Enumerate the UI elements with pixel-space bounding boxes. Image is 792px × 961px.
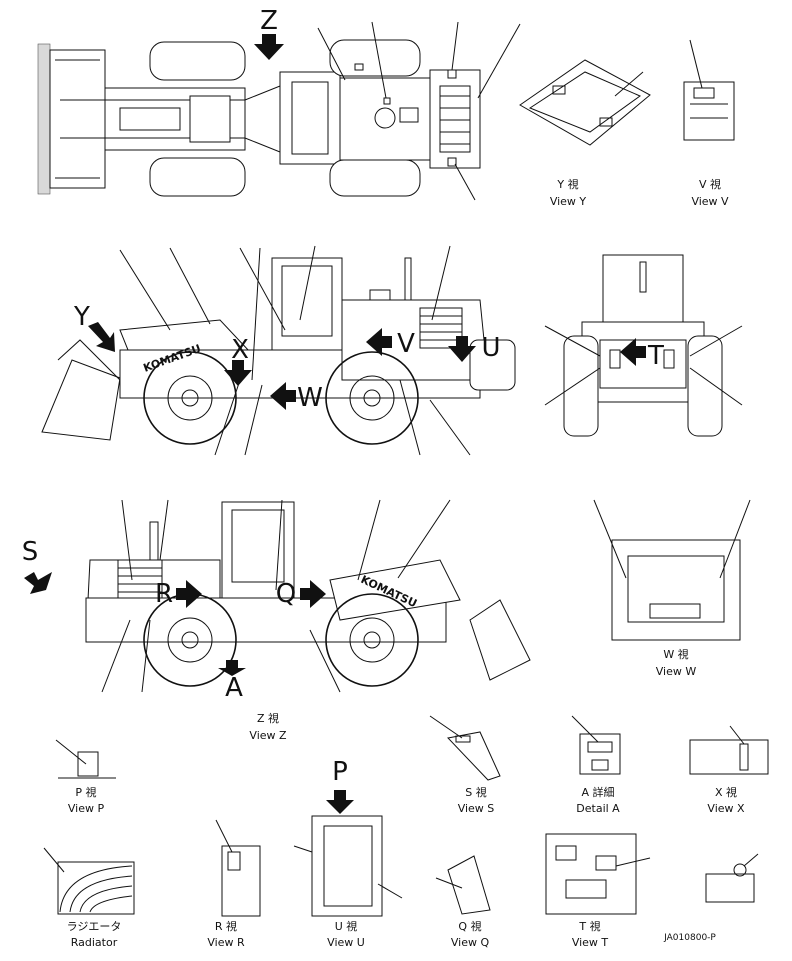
- arrow-z: Z: [254, 6, 284, 60]
- letter-t: T: [647, 341, 664, 371]
- view-t-drawing: T 視 View T: [545, 833, 651, 949]
- view-q-en: View Q: [451, 936, 490, 949]
- arrow-w: W: [270, 382, 323, 413]
- view-u-drawing: U 視 View U: [293, 815, 403, 949]
- letter-x: X: [231, 335, 249, 365]
- view-w-en: View W: [656, 665, 697, 678]
- view-y-drawing: Y 視 View Y: [519, 59, 651, 208]
- view-s-jp: S 視: [465, 785, 486, 799]
- view-v-jp: V 視: [699, 177, 721, 191]
- letter-q: Q: [276, 579, 296, 609]
- arrow-x: X: [224, 335, 252, 386]
- view-z-en: View Z: [249, 729, 287, 742]
- letter-a: A: [225, 673, 243, 703]
- view-w-jp: W 視: [663, 647, 688, 661]
- arrow-s: S: [22, 537, 52, 594]
- view-s-drawing: S 視 View S: [429, 715, 501, 815]
- view-z-jp: Z 視: [257, 711, 279, 725]
- view-v-en: View V: [691, 195, 729, 208]
- arrow-t: T: [620, 338, 664, 371]
- arrow-a: A: [218, 660, 246, 703]
- view-x-en: View X: [707, 802, 745, 815]
- view-p-en: View P: [68, 802, 105, 815]
- letter-p: P: [332, 757, 348, 787]
- top-view: [37, 21, 521, 201]
- view-s-en: View S: [458, 802, 495, 815]
- view-t-en: View T: [572, 936, 609, 949]
- view-r-jp: R 視: [215, 919, 237, 933]
- arrow-p: P: [326, 757, 354, 814]
- letter-u: U: [481, 333, 500, 363]
- view-p-drawing: P 視 View P: [55, 739, 116, 815]
- view-v-drawing: V 視 View V: [683, 39, 735, 208]
- radiator-drawing: ラジエータ Radiator: [43, 847, 135, 949]
- view-p-jp: P 視: [75, 785, 96, 799]
- radiator-jp: ラジエータ: [67, 920, 122, 933]
- detail-a-drawing: A 詳細 Detail A: [571, 715, 621, 815]
- detail-a-jp: A 詳細: [581, 785, 614, 799]
- view-q-drawing: Q 視 View Q: [435, 855, 491, 949]
- arrow-u: U: [448, 333, 501, 363]
- letter-s: S: [22, 537, 39, 567]
- view-x-jp: X 視: [715, 785, 737, 799]
- letter-r: R: [155, 579, 173, 609]
- view-t-jp: T 視: [578, 919, 600, 933]
- arrow-v: V: [366, 328, 415, 359]
- view-u-en: View U: [327, 936, 365, 949]
- side-view-right: KOMATSU: [85, 499, 531, 693]
- view-x-drawing: X 視 View X: [689, 725, 769, 815]
- view-u-jp: U 視: [335, 919, 358, 933]
- arrow-y: Y: [73, 302, 115, 352]
- view-r-en: View R: [207, 936, 245, 949]
- rear-view: [544, 254, 743, 437]
- detail-a-en: Detail A: [576, 802, 620, 815]
- arrow-q: Q: [276, 579, 326, 609]
- radiator-en: Radiator: [71, 936, 118, 949]
- drawing-code: JA010800-P: [663, 933, 716, 943]
- view-y-en: View Y: [550, 195, 587, 208]
- view-w-drawing: W 視 View W: [593, 499, 751, 678]
- side-view-left: KOMATSU: [41, 245, 516, 456]
- view-r-drawing: R 視 View R: [207, 819, 261, 949]
- letter-y: Y: [73, 302, 90, 332]
- view-q-jp: Q 視: [458, 919, 481, 933]
- view-y-jp: Y 視: [556, 177, 578, 191]
- letter-w: W: [297, 383, 323, 413]
- letter-v: V: [397, 329, 415, 359]
- letter-z: Z: [260, 6, 278, 36]
- arrow-r: R: [155, 579, 202, 609]
- label-tag-drawing: [705, 853, 759, 903]
